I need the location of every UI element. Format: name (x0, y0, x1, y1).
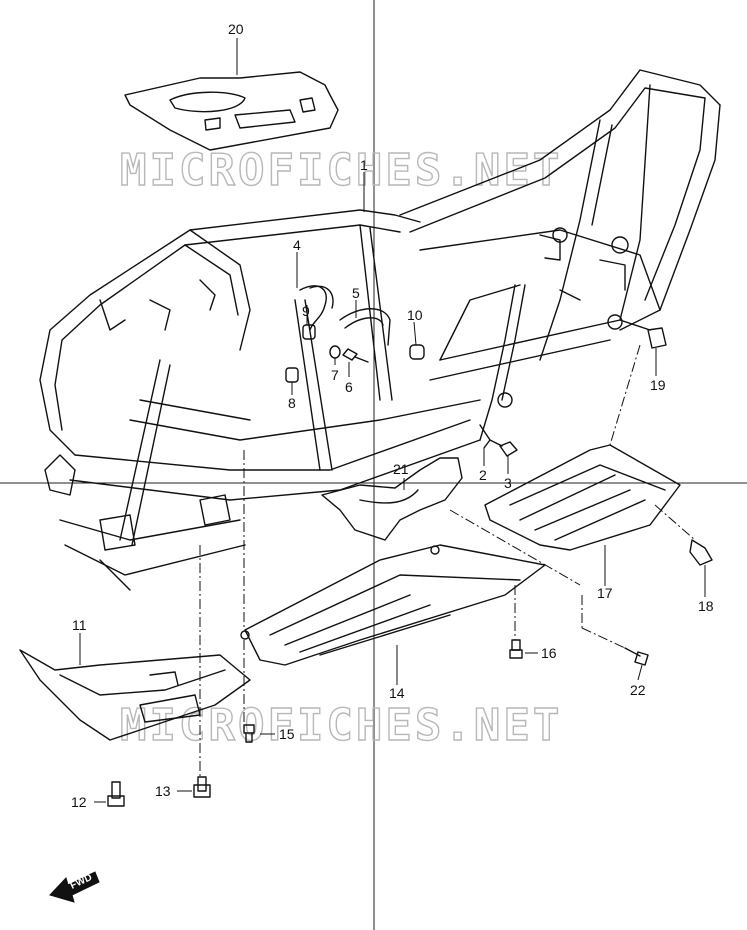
callout-20: 20 (228, 21, 244, 37)
part-19-cushion[interactable] (647, 327, 667, 349)
part-6-bolt[interactable] (342, 348, 369, 363)
callout-5: 5 (352, 285, 360, 301)
callout-1: 1 (360, 157, 368, 173)
callout-22: 22 (630, 682, 646, 698)
part-18-bolt[interactable] (689, 539, 713, 566)
callout-2: 2 (479, 467, 487, 483)
part-10-cushion[interactable] (409, 344, 425, 360)
callout-12: 12 (71, 794, 87, 810)
part-5-hose-clip[interactable] (339, 308, 391, 346)
callout-18: 18 (698, 598, 714, 614)
part-13-bolt[interactable] (193, 776, 211, 798)
part-3-bolt[interactable] (489, 439, 518, 457)
callout-10: 10 (407, 307, 423, 323)
callout-11: 11 (72, 617, 87, 633)
part-15-bolt[interactable] (243, 724, 255, 743)
part-1-main-frame[interactable] (39, 69, 721, 591)
callout-16: 16 (541, 645, 557, 661)
part-4-hose-clip[interactable] (299, 285, 334, 331)
part-9-cushion[interactable] (302, 324, 316, 340)
part-17-rear-guard[interactable] (484, 444, 681, 551)
part-22-bolt[interactable] (624, 647, 649, 666)
part-8-cushion[interactable] (285, 367, 299, 383)
part-21-guard[interactable] (321, 457, 463, 541)
part-12-bolt[interactable] (107, 781, 125, 807)
part-11-front-guard[interactable] (19, 649, 251, 741)
watermark-bottom: MICROFICHES.NET (120, 700, 562, 751)
part-14-center-guard[interactable] (240, 544, 546, 666)
callout-4: 4 (293, 237, 301, 253)
fwd-arrow-icon: FWD (49, 871, 100, 903)
callout-15: 15 (279, 726, 295, 742)
watermark-top: MICROFICHES.NET (120, 145, 562, 196)
part-7-washer[interactable] (329, 345, 341, 359)
callout-17: 17 (597, 585, 613, 601)
part-20-upper-guard[interactable] (124, 71, 339, 151)
callout-9: 9 (302, 303, 310, 319)
callout-14: 14 (389, 685, 405, 701)
callout-numbers: 20 1 4 5 9 10 7 6 8 19 2 3 21 17 18 11 1… (71, 21, 714, 810)
part-16-bolt[interactable] (509, 639, 523, 659)
callout-6: 6 (345, 379, 353, 395)
leader-lines (79, 38, 706, 803)
part-2-bracket[interactable] (479, 424, 491, 449)
callout-19: 19 (650, 377, 666, 393)
callout-13: 13 (155, 783, 171, 799)
callout-21: 21 (393, 461, 409, 477)
callout-3: 3 (504, 475, 512, 491)
callout-8: 8 (288, 395, 296, 411)
callout-7: 7 (331, 367, 339, 383)
